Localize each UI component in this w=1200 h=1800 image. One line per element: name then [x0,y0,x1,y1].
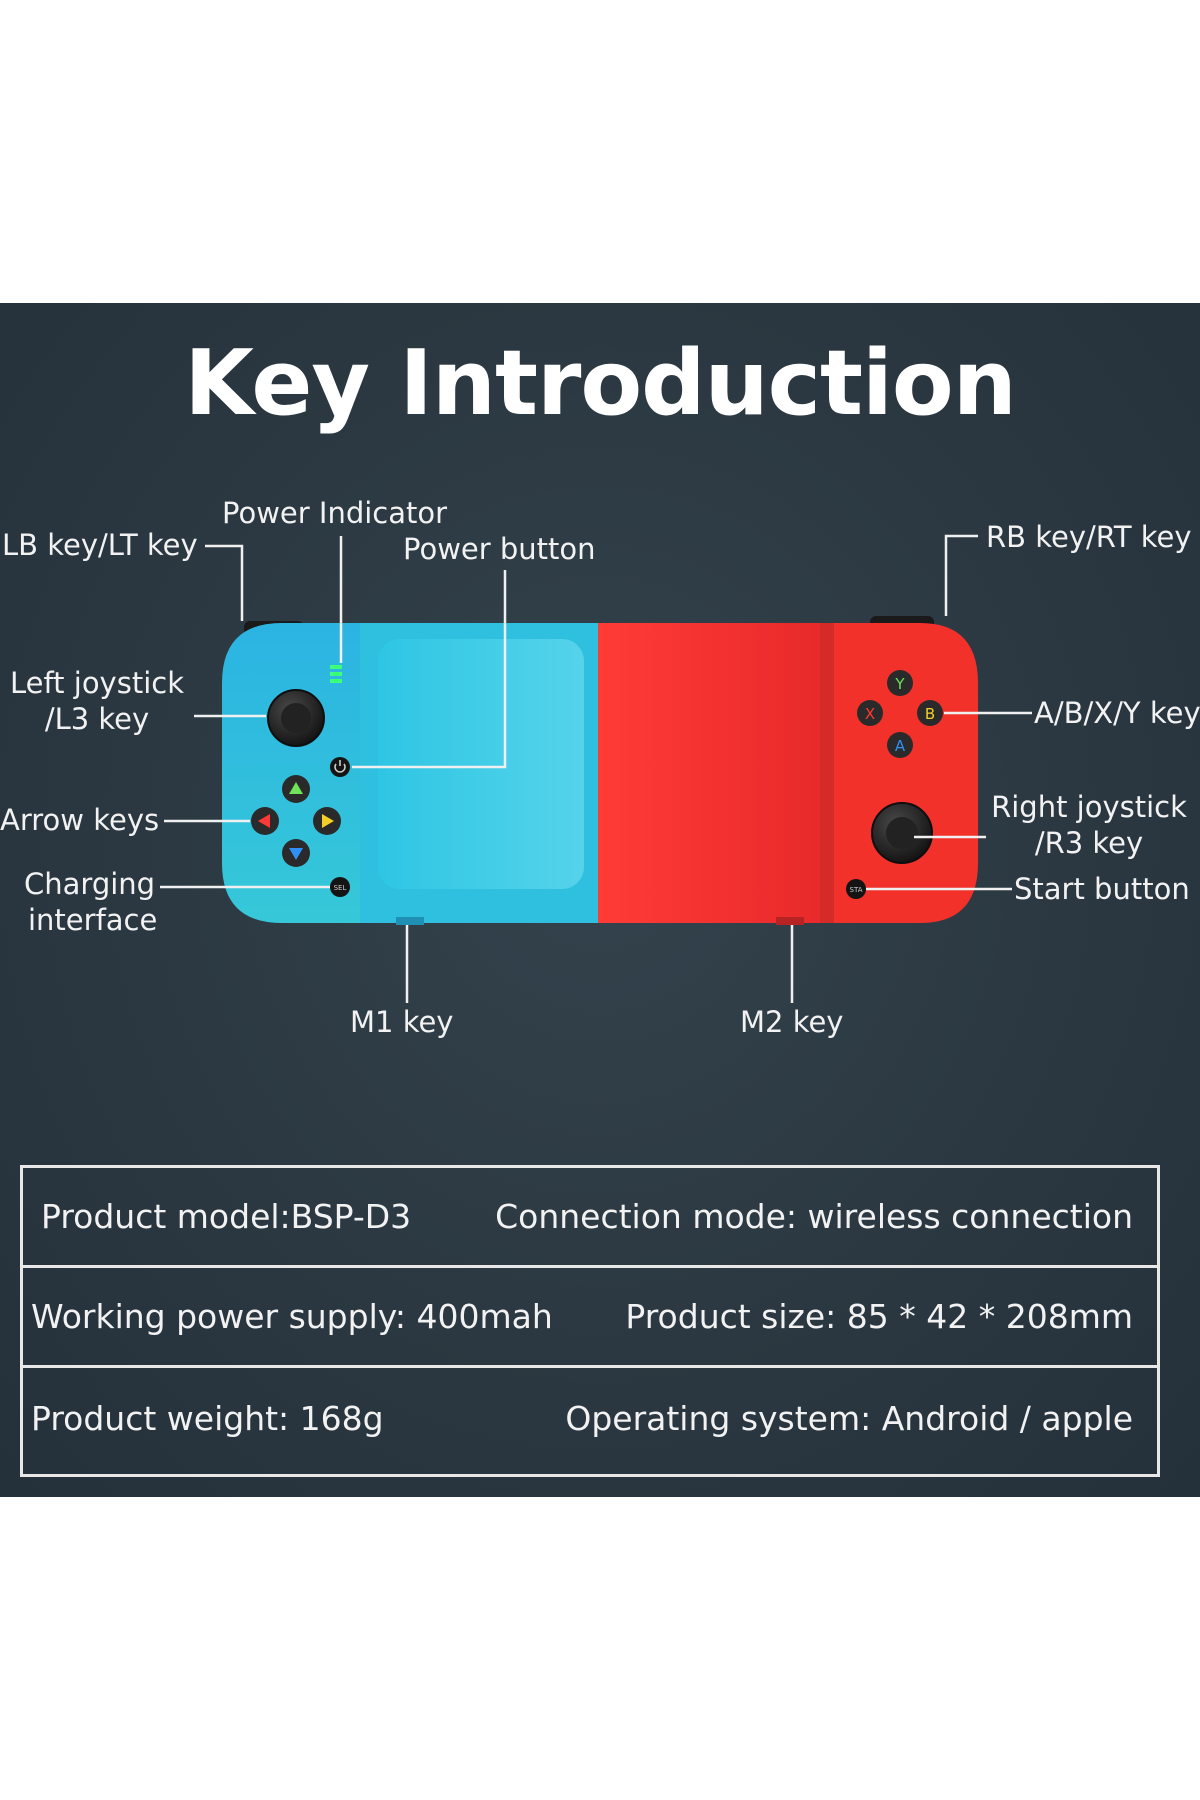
sta-button [846,879,866,899]
controller-diagram: SEL Y X B A STA [160,534,1032,1003]
spec-size: Product size: 85 * 42 * 208mm [625,1297,1133,1336]
x-button [857,700,883,726]
m1-key [396,917,424,925]
label-arrow-keys: Arrow keys [0,803,160,837]
label-right-joystick-line2: /R3 key [1034,826,1144,860]
y-button-label: Y [894,675,905,693]
label-power-button: Power button [403,532,596,566]
label-right-joystick-line1: Right joystick [991,790,1187,824]
power-button [330,757,350,777]
left-grip [222,623,370,923]
spec-power-supply: Working power supply: 400mah [31,1297,553,1336]
label-m2-key: M2 key [740,1005,844,1039]
a-button [887,732,913,758]
label-charging-line1: Charging [24,867,156,901]
b-button-label: B [925,705,935,723]
label-abxy-key: A/B/X/Y key [1034,696,1200,730]
right-grip [834,623,978,923]
left-tray [378,639,584,889]
label-lb-lt-key: LB key/LT key [2,528,198,562]
label-charging-line2: interface [28,903,158,937]
label-start-button: Start button [1014,872,1190,906]
key-introduction-panel: Key Introduction [0,303,1200,1497]
leader-lb [205,544,244,621]
label-rb-rt-key: RB key/RT key [986,520,1192,554]
right-tray [598,623,832,923]
label-power-indicator: Power Indicator [222,496,448,530]
spec-os: Operating system: Android / apple [565,1398,1133,1438]
leader-power-button [352,570,507,769]
spec-weight: Product weight: 168g [31,1398,384,1438]
label-m1-key: M1 key [350,1005,454,1039]
spec-row: Product weight: 168g Operating system: A… [23,1368,1157,1468]
leader-rb [944,534,978,616]
a-button-label: A [895,737,906,755]
spec-row: Working power supply: 400mah Product siz… [23,1268,1157,1368]
power-indicator-led [330,665,342,669]
sel-button [330,877,350,897]
right-tray-edge [820,623,834,923]
spec-connection: Connection mode: wireless connection [495,1197,1133,1236]
x-button-label: X [865,705,875,723]
sta-button-label: STA [850,886,863,894]
y-button [887,670,913,696]
spec-table: Product model:BSP-D3 Connection mode: wi… [20,1165,1160,1477]
m2-key [776,917,804,925]
b-button [917,700,943,726]
spec-row: Product model:BSP-D3 Connection mode: wi… [23,1168,1157,1268]
label-left-joystick-line1: Left joystick [9,666,184,700]
page-title: Key Introduction [184,331,1017,436]
label-left-joystick-line2: /L3 key [44,702,150,736]
spec-model: Product model:BSP-D3 [41,1197,412,1236]
sel-button-label: SEL [334,884,347,892]
